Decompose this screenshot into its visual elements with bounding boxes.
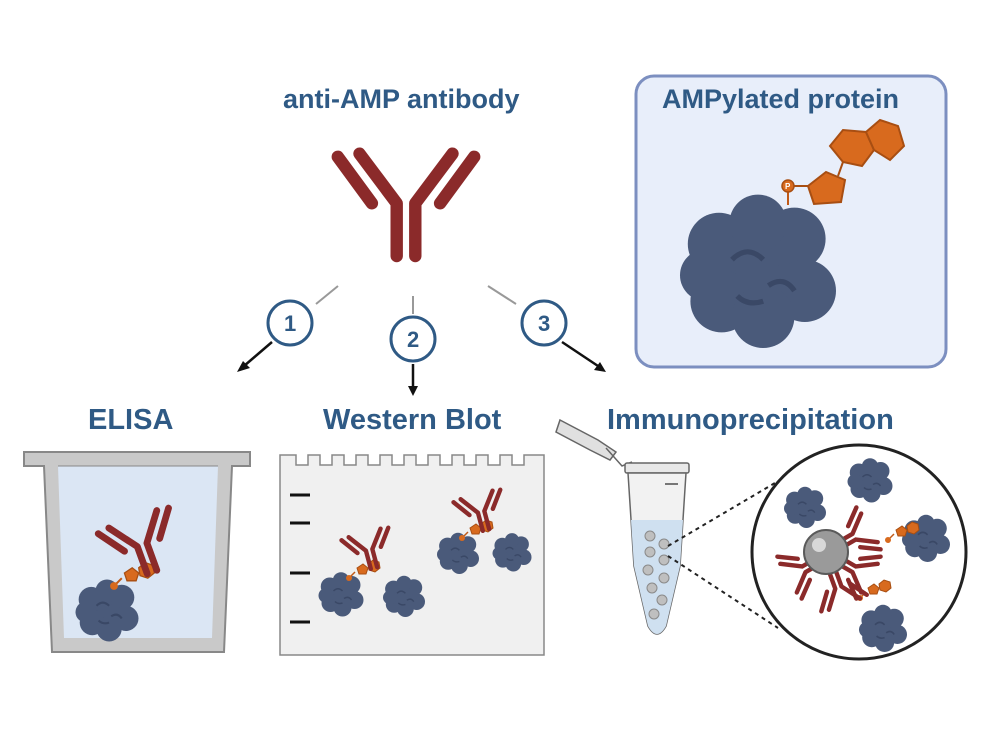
antibody-title: anti-AMP antibody xyxy=(283,84,520,114)
western-blot-title: Western Blot xyxy=(323,404,502,436)
immunoprecipitation-title: Immunoprecipitation xyxy=(607,404,894,436)
step-2-badge: 2 xyxy=(389,315,437,363)
step-3-number: 3 xyxy=(538,311,550,336)
ampylated-protein-title: AMPylated protein xyxy=(662,84,900,114)
phosphate-label: P xyxy=(785,182,791,191)
zoom-lines xyxy=(667,479,781,629)
step-3-badge: 3 xyxy=(520,299,568,347)
step-1-number: 1 xyxy=(284,311,296,336)
step-1-badge: 1 xyxy=(266,299,314,347)
arrows xyxy=(237,340,606,396)
ladder-bands xyxy=(290,493,310,624)
amp-icon: P xyxy=(781,118,906,206)
tube-beads xyxy=(642,530,670,620)
step-2-number: 2 xyxy=(407,327,419,352)
elisa-title: ELISA xyxy=(88,404,174,436)
bead-icon xyxy=(803,529,849,575)
tube-icon xyxy=(555,418,690,635)
antibody-icon xyxy=(338,154,474,256)
connector-lines xyxy=(315,285,517,314)
